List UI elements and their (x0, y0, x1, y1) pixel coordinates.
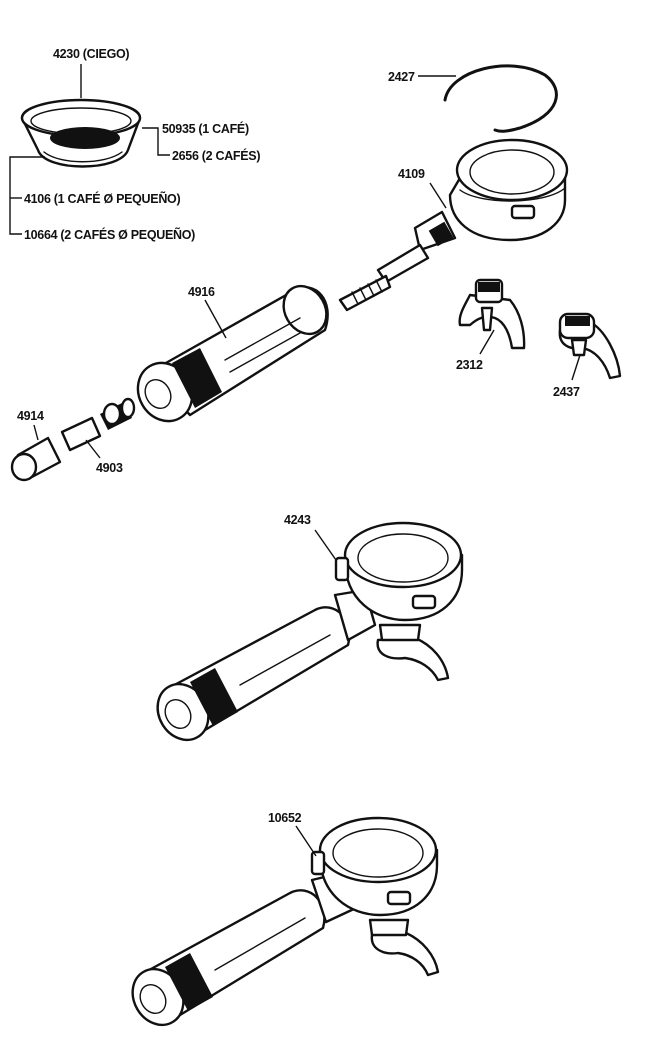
spring-clip-icon (443, 64, 558, 133)
label-4230: 4230 (CIEGO) (53, 47, 129, 61)
portafilter-assembly-icon (156, 521, 464, 742)
label-4109: 4109 (398, 167, 425, 181)
screw-icon (60, 397, 136, 452)
label-4106: 4106 (1 CAFÉ Ø PEQUEÑO) (24, 191, 180, 206)
label-4914: 4914 (17, 409, 44, 423)
label-4243: 4243 (284, 513, 311, 527)
label-50935: 50935 (1 CAFÉ) (162, 121, 249, 136)
portafilter-assembly-icon (131, 816, 440, 1027)
end-cap-icon (10, 436, 62, 482)
label-10664: 10664 (2 CAFÉS Ø PEQUEÑO) (24, 227, 195, 242)
label-4903: 4903 (96, 461, 123, 475)
label-2656: 2656 (2 CAFÉS) (172, 148, 260, 163)
handle-icon (136, 284, 329, 423)
label-4916: 4916 (188, 285, 215, 299)
label-2312: 2312 (456, 358, 483, 372)
label-2437: 2437 (553, 385, 580, 399)
single-spout-icon (558, 312, 622, 380)
label-2427: 2427 (388, 70, 415, 84)
portafilter-head-icon (338, 138, 569, 312)
filter-basket-icon (20, 98, 142, 168)
double-spout-icon (458, 278, 526, 350)
label-10652: 10652 (268, 811, 302, 825)
